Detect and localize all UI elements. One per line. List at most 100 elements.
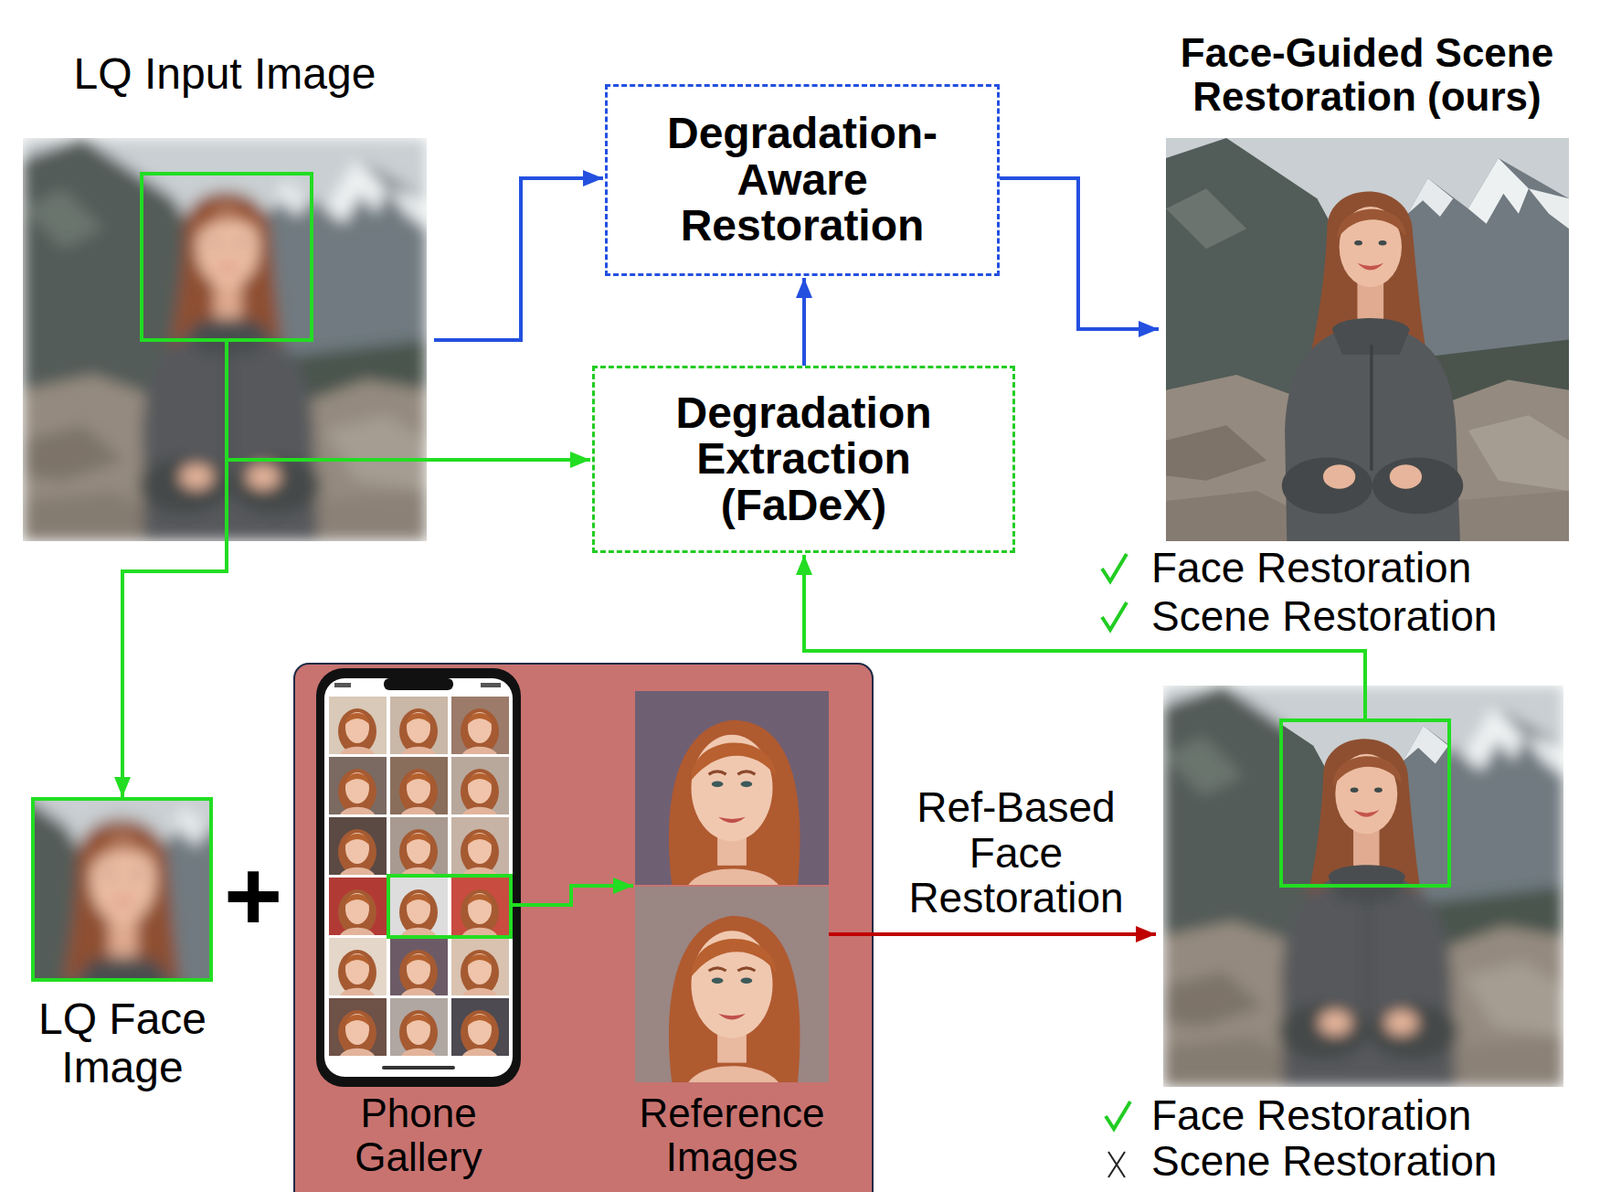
image-heading: LQ Input Image (22, 48, 427, 99)
gallery-grid (328, 937, 387, 996)
gallery-grid (451, 997, 509, 1056)
intermediate-image (1163, 685, 1564, 1087)
lq-face-image (0, 760, 332, 1192)
lq-face-image (0, 760, 332, 1192)
reference-photos (635, 886, 829, 1082)
gallery-grid (451, 877, 509, 935)
image-caption: Phone Gallery (308, 1091, 529, 1180)
gallery-grid (390, 696, 448, 754)
connector-arrow (510, 885, 634, 905)
process-box: Degradation-Aware Restoration (604, 84, 1000, 276)
image-heading: Face-Guided Scene Restoration (ours) (1147, 31, 1587, 120)
check-mark (1101, 553, 1127, 582)
input-image (141, 173, 312, 340)
gallery-grid (328, 696, 387, 754)
connector-arrow (434, 178, 604, 340)
phone (324, 678, 513, 1077)
gallery-grid (451, 696, 509, 754)
check-mark (1105, 1101, 1131, 1129)
reference-photos (635, 886, 829, 1082)
gallery-grid (399, 828, 438, 875)
gallery-grid (451, 816, 509, 875)
gallery-grid (328, 877, 387, 935)
gallery-grid (328, 997, 387, 1056)
lq-face-image (0, 760, 332, 1192)
gallery-grid (328, 756, 387, 815)
connector-arrow (802, 277, 806, 366)
phone (316, 667, 521, 1087)
reference-photos (635, 690, 829, 1082)
intermediate-image (1163, 685, 1564, 1087)
reference-images: Reference Images (635, 690, 829, 1082)
gallery-grid (399, 949, 438, 996)
gallery-grid (399, 1009, 438, 1056)
phone (480, 682, 501, 688)
connector-arrow (122, 339, 227, 797)
image-panel: Face-Guided Scene Restoration (ours)Face… (1165, 137, 1569, 541)
gallery-grid (390, 816, 448, 875)
lq-face-image (32, 798, 212, 980)
gallery-grid (460, 708, 499, 754)
image-panel: Face RestorationScene Restoration (1163, 685, 1564, 1087)
gallery-grid (328, 816, 387, 875)
output-image (1165, 137, 1569, 541)
output-image (1165, 137, 1569, 541)
check-item: Scene Restoration (1151, 593, 1581, 638)
connector-arrow (999, 178, 1159, 329)
box-label: Degradation-Aware Restoration (628, 110, 976, 249)
gallery-grid (338, 949, 377, 996)
gallery-grid (338, 708, 377, 754)
intermediate-image (1163, 685, 1564, 1087)
lq-face-image (0, 760, 332, 1192)
gallery-grid (338, 1009, 377, 1056)
connector-arrow (828, 932, 1156, 936)
cross-mark (1108, 1151, 1125, 1177)
gallery-grid (338, 768, 377, 815)
phone-gallery: Phone Gallery (316, 667, 521, 1087)
reference-panel (294, 663, 873, 1192)
reference-panel (294, 663, 873, 1192)
gallery-grid (451, 756, 509, 815)
gallery-grid (399, 768, 438, 815)
gallery-grid (390, 937, 448, 996)
box-label: Degradation Extraction (FaDeX) (630, 390, 978, 529)
phone (316, 667, 521, 1087)
intermediate-image (1281, 720, 1450, 886)
gallery-grid (390, 877, 448, 935)
gallery-grid (390, 997, 448, 1056)
gallery-grid (451, 937, 509, 996)
image-panel: LQ Face Image (32, 798, 212, 980)
image-panel: LQ Input Image (22, 137, 427, 541)
gallery-grid (460, 768, 499, 815)
check-item: Face Restoration (1151, 545, 1581, 590)
edge-label: Ref-Based Face Restoration (880, 784, 1152, 922)
reference-photos (635, 690, 829, 885)
gallery-grid (460, 828, 499, 875)
process-box: Degradation Extraction (FaDeX) (592, 365, 1016, 553)
cross-mark (1108, 1151, 1125, 1177)
check-item: Face Restoration (1151, 1092, 1581, 1137)
intermediate-image (1281, 720, 1450, 886)
gallery-grid (390, 756, 448, 815)
gallery-grid (338, 889, 377, 935)
intermediate-image (1163, 685, 1564, 1087)
reference-photos (635, 690, 829, 885)
gallery-grid (338, 828, 377, 875)
image-caption: LQ Face Image (21, 995, 223, 1092)
gallery-grid (460, 889, 499, 935)
gallery-grid (460, 949, 499, 996)
phone (388, 875, 511, 937)
plus-sign: + (211, 845, 295, 946)
intermediate-image (1281, 720, 1450, 886)
gallery-grid (399, 708, 438, 754)
cross-item: Scene Restoration (1151, 1138, 1581, 1183)
image-caption: Reference Images (603, 1091, 860, 1180)
phone (381, 1065, 456, 1070)
cross-mark (1108, 1151, 1125, 1177)
output-image (1165, 137, 1569, 541)
gallery-grid (399, 889, 438, 935)
phone (383, 678, 454, 690)
phone (334, 682, 351, 688)
gallery-grid (460, 1009, 499, 1056)
